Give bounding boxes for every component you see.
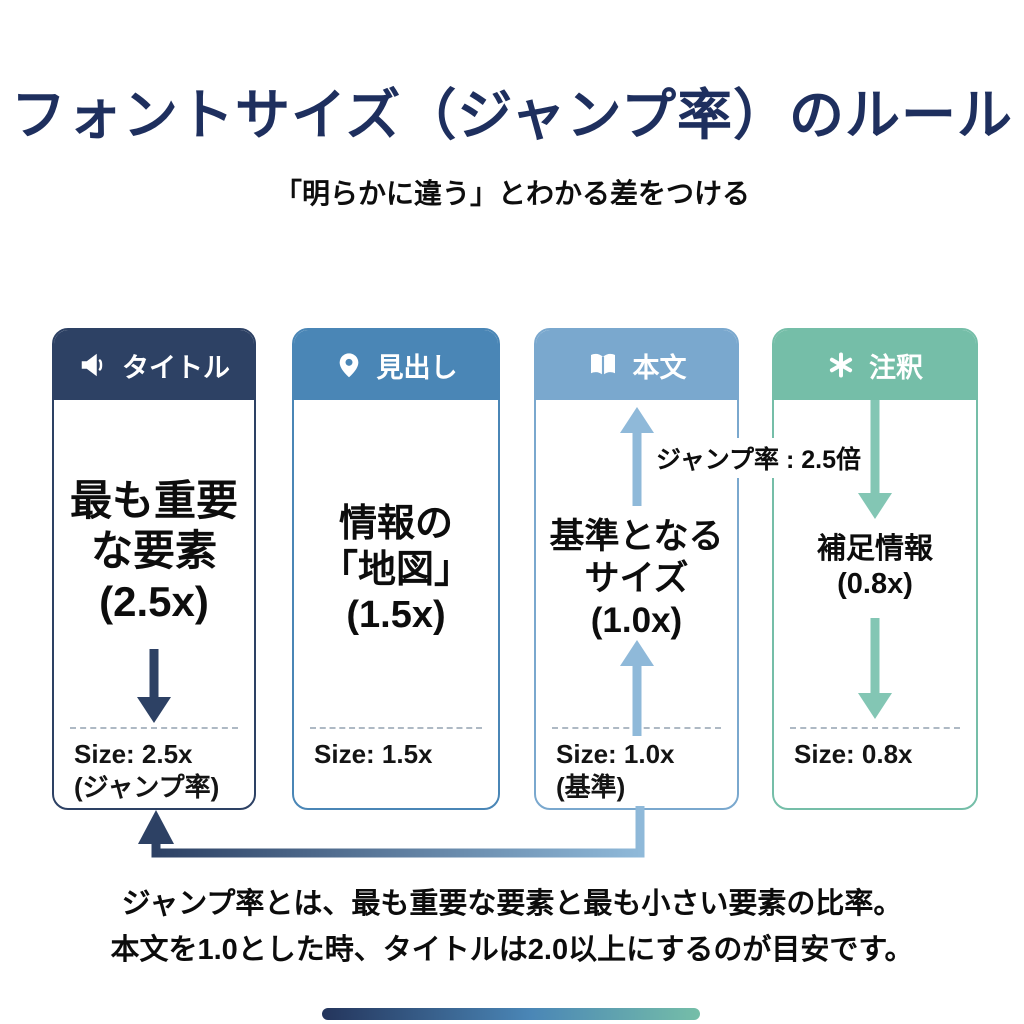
down-arrow-head [858,493,892,519]
size-value: Size: 1.0x [556,739,675,769]
card-annotation-main-text: 補足情報 (0.8x) [774,532,976,602]
card-body-text: 本文 基準となる サイズ (1.0x) Size: 1.0x (基準) [534,328,739,810]
card-title-header: タイトル [54,330,254,400]
down-arrow-head [858,693,892,719]
card-title-header-label: タイトル [122,352,230,383]
dashed-divider [70,727,238,729]
card-heading-header: 見出し [294,330,498,400]
card-body-text-main-text: 基準となる サイズ (1.0x) [536,516,737,642]
card-annotation-header-label: 注釈 [869,352,923,383]
size-label: Size: 2.5x (ジャンプ率) [74,738,246,803]
down-arrow-shaft [149,649,159,698]
up-arrow-shaft [632,666,641,736]
text-line: (2.5x) [99,577,209,625]
dashed-divider [310,727,482,729]
size-value: Size: 0.8x [794,739,913,769]
text-line: (1.5x) [346,594,446,637]
text-line: 補足情報 [816,533,933,565]
jump-rate-label: ジャンプ率 : 2.5倍 [652,438,869,478]
text-line: (1.0x) [590,601,683,640]
down-arrow-head [137,697,171,723]
size-value: Size: 2.5x [74,739,193,769]
card-heading: 見出し 情報の 「地図」 (1.5x) Size: 1.5x [292,328,500,810]
size-label: Size: 1.5x [314,738,490,771]
megaphone-icon [78,350,108,380]
card-heading-header-label: 見出し [376,352,458,383]
text-line: サイズ [584,559,689,598]
text-line: 「地図」 [319,548,472,591]
text-line: な要素 [90,527,217,575]
footnote-line-1: ジャンプ率とは、最も重要な要素と最も小さい要素の比率。 [121,888,903,920]
text-line: 最も重要 [69,477,238,524]
up-arrow-head [619,407,654,433]
size-note: (ジャンプ率) [74,771,220,802]
open-book-icon [587,349,619,381]
page-title: フォントサイズ（ジャンプ率）のルール [11,84,1013,146]
card-heading-main-text: 情報の 「地図」 (1.5x) [294,502,498,639]
card-title-main-text: 最も重要 な要素 (2.5x) [54,476,254,627]
card-body-text-header: 本文 [536,330,737,400]
up-arrow-shaft [632,432,641,506]
asterisk-icon [827,351,855,379]
card-title: タイトル 最も重要 な要素 (2.5x) Size: 2.5x (ジャンプ率) [52,328,256,810]
text-line: 情報の [338,503,453,545]
text-line: (0.8x) [837,567,913,600]
size-label: Size: 0.8x [794,738,968,771]
text-line: 基準となる [549,517,724,556]
footnote-line-2: 本文を1.0とした時、タイトルは2.0以上にするのが目安です。 [110,934,914,966]
card-annotation: 注釈 補足情報 (0.8x) Size: 0.8x [772,328,978,810]
page-subtitle: 「明らかに違う」とわかる差をつける [273,178,750,209]
up-arrow-head [619,640,654,666]
footer-accent-bar [322,1008,700,1020]
down-arrow-shaft [870,618,880,694]
size-value: Size: 1.5x [314,739,433,769]
card-annotation-header: 注釈 [774,330,976,400]
dashed-divider [790,727,960,729]
size-label: Size: 1.0x (基準) [556,738,729,803]
map-pin-icon [335,351,363,379]
card-body-text-header-label: 本文 [632,352,687,383]
size-note: (基準) [556,771,626,802]
down-arrow-shaft [870,400,880,494]
